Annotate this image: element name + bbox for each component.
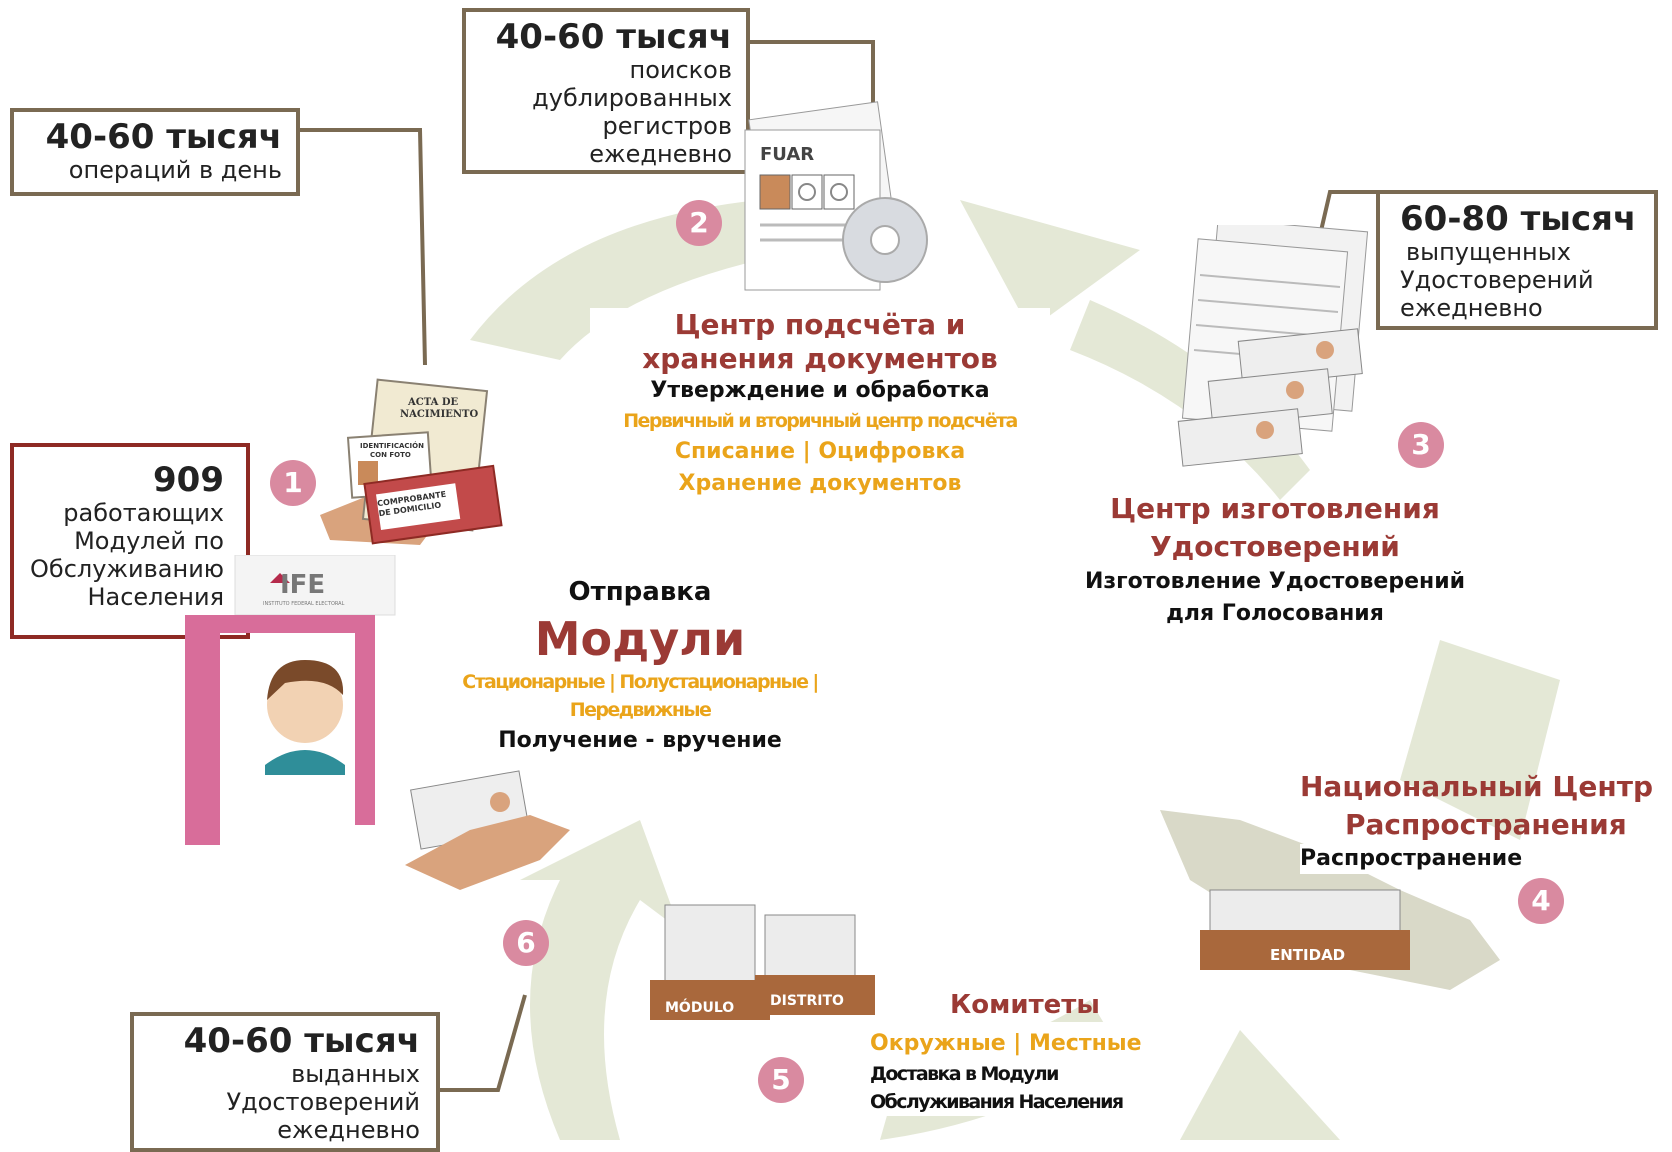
ife-desk-illustration: IFE INSTITUTO FEDERAL ELECTORAL <box>185 555 396 845</box>
stage2-text: Центр подсчёта и хранения документов Утв… <box>590 308 1050 500</box>
stage3-subtitle: Изготовление Удостоверений <box>1084 569 1466 594</box>
callout-text: ежедневно <box>1400 294 1543 322</box>
callout-text: выпущенных <box>1406 238 1571 266</box>
callout-text: Удостоверений <box>226 1088 420 1116</box>
callout-text: дублированных <box>532 84 732 112</box>
step-badge-2: 2 <box>676 200 722 246</box>
svg-text:CON FOTO: CON FOTO <box>370 451 411 459</box>
stage2-orange: Первичный и вторичный центр подсчёта <box>623 410 1018 432</box>
credentials-stack-illustration <box>1177 225 1369 467</box>
callout-text: ежедневно <box>589 140 732 168</box>
callout-number: 40-60 тысяч <box>495 17 732 57</box>
stage3-title: Центр изготовления <box>1110 492 1440 525</box>
step-badge-5: 5 <box>758 1057 804 1103</box>
stage5-text: Комитеты Окружные | Местные Доставка в М… <box>870 988 1210 1116</box>
stage5-line: Доставка в Модули <box>870 1063 1059 1085</box>
svg-text:NACIMIENTO: NACIMIENTO <box>400 409 478 420</box>
center-subtitle: Получение - вручение <box>498 728 782 753</box>
modulo-label: MÓDULO <box>665 998 734 1016</box>
callout-text: Удостоверений <box>1400 266 1594 294</box>
callout-text: работающих <box>63 499 224 527</box>
documents-hand-illustration: ACTA DE NACIMIENTO IDENTIFICACIÓN CON FO… <box>320 378 503 545</box>
fuar-label: FUAR <box>760 144 814 165</box>
callout-text: ежедневно <box>277 1116 420 1144</box>
callout-text: регистров <box>602 112 732 140</box>
callout-operations: 40-60 тысяч операций в день <box>10 108 300 196</box>
mexico-map-illustration: ENTIDAD <box>1160 810 1500 990</box>
stage4-subtitle: Распространение <box>1300 844 1543 874</box>
stage3-text: Центр изготовления Удостоверений Изготов… <box>1055 490 1495 630</box>
step-badge-6: 6 <box>503 920 549 966</box>
center-text: Отправка Модули Стационарные | Полустаци… <box>400 574 880 758</box>
callout-text: Модулей по <box>74 527 224 555</box>
stage5-title: Комитеты <box>950 990 1100 1020</box>
stage3-subtitle: для Голосования <box>1166 601 1384 626</box>
callout-text: Населения <box>87 583 224 611</box>
center-title: Модули <box>534 612 746 666</box>
ife-logo: IFE <box>280 570 325 600</box>
callout-duplicate-searches: 40-60 тысяч поисков дублированных регист… <box>462 8 750 174</box>
stage2-orange: Хранение документов <box>678 471 962 496</box>
callout-number: 40-60 тысяч <box>45 117 282 157</box>
stage2-title: Центр подсчёта и <box>674 308 966 341</box>
stage2-subtitle: Утверждение и обработка <box>650 378 990 403</box>
callout-number: 60-80 тысяч <box>1400 199 1637 239</box>
stage5-orange: Окружные | Местные <box>870 1031 1142 1056</box>
center-top: Отправка <box>568 577 712 607</box>
card-boxes-illustration: MÓDULO DISTRITO <box>650 904 875 1020</box>
svg-text:INSTITUTO FEDERAL ELECTORAL: INSTITUTO FEDERAL ELECTORAL <box>263 601 345 607</box>
callout-delivered-credentials: 40-60 тысяч выданных Удостоверений ежедн… <box>130 1012 440 1152</box>
step-badge-1: 1 <box>270 460 316 506</box>
stage4-text: Национальный Центр Распространения Распр… <box>1300 768 1672 874</box>
callout-number: 909 <box>153 460 224 500</box>
step-badge-4: 4 <box>1518 878 1564 924</box>
stage2-orange: Списание | Оцифровка <box>674 439 966 464</box>
acta-label: ACTA DE <box>407 397 459 408</box>
stage2-title: хранения документов <box>642 342 998 375</box>
callout-text: выданных <box>291 1060 420 1088</box>
center-orange: Стационарные | Полустационарные | <box>462 671 819 693</box>
svg-text:IDENTIFICACIÓN: IDENTIFICACIÓN <box>360 441 424 450</box>
fuar-document-illustration: FUAR <box>744 101 928 291</box>
stage4-title: Распространения <box>1345 808 1627 841</box>
distrito-label: DISTRITO <box>770 993 844 1009</box>
callout-working-modules: 909 работающих Модулей по Обслуживанию Н… <box>10 443 250 639</box>
stage3-title: Удостоверений <box>1150 530 1400 563</box>
stage4-title: Национальный Центр <box>1300 770 1654 803</box>
center-orange: Передвижные <box>569 699 712 721</box>
stage5-line: Обслуживания Населения <box>870 1091 1124 1113</box>
callout-text: операций в день <box>68 156 282 184</box>
callout-text: поисков <box>629 56 733 84</box>
entidad-label: ENTIDAD <box>1270 946 1345 964</box>
hand-card-illustration <box>405 770 570 890</box>
step-badge-3: 3 <box>1398 422 1444 468</box>
callout-number: 40-60 тысяч <box>183 1021 420 1061</box>
callout-text: Обслуживанию <box>30 555 224 583</box>
callout-issued-credentials: 60-80 тысяч выпущенных Удостоверений еже… <box>1376 190 1658 330</box>
